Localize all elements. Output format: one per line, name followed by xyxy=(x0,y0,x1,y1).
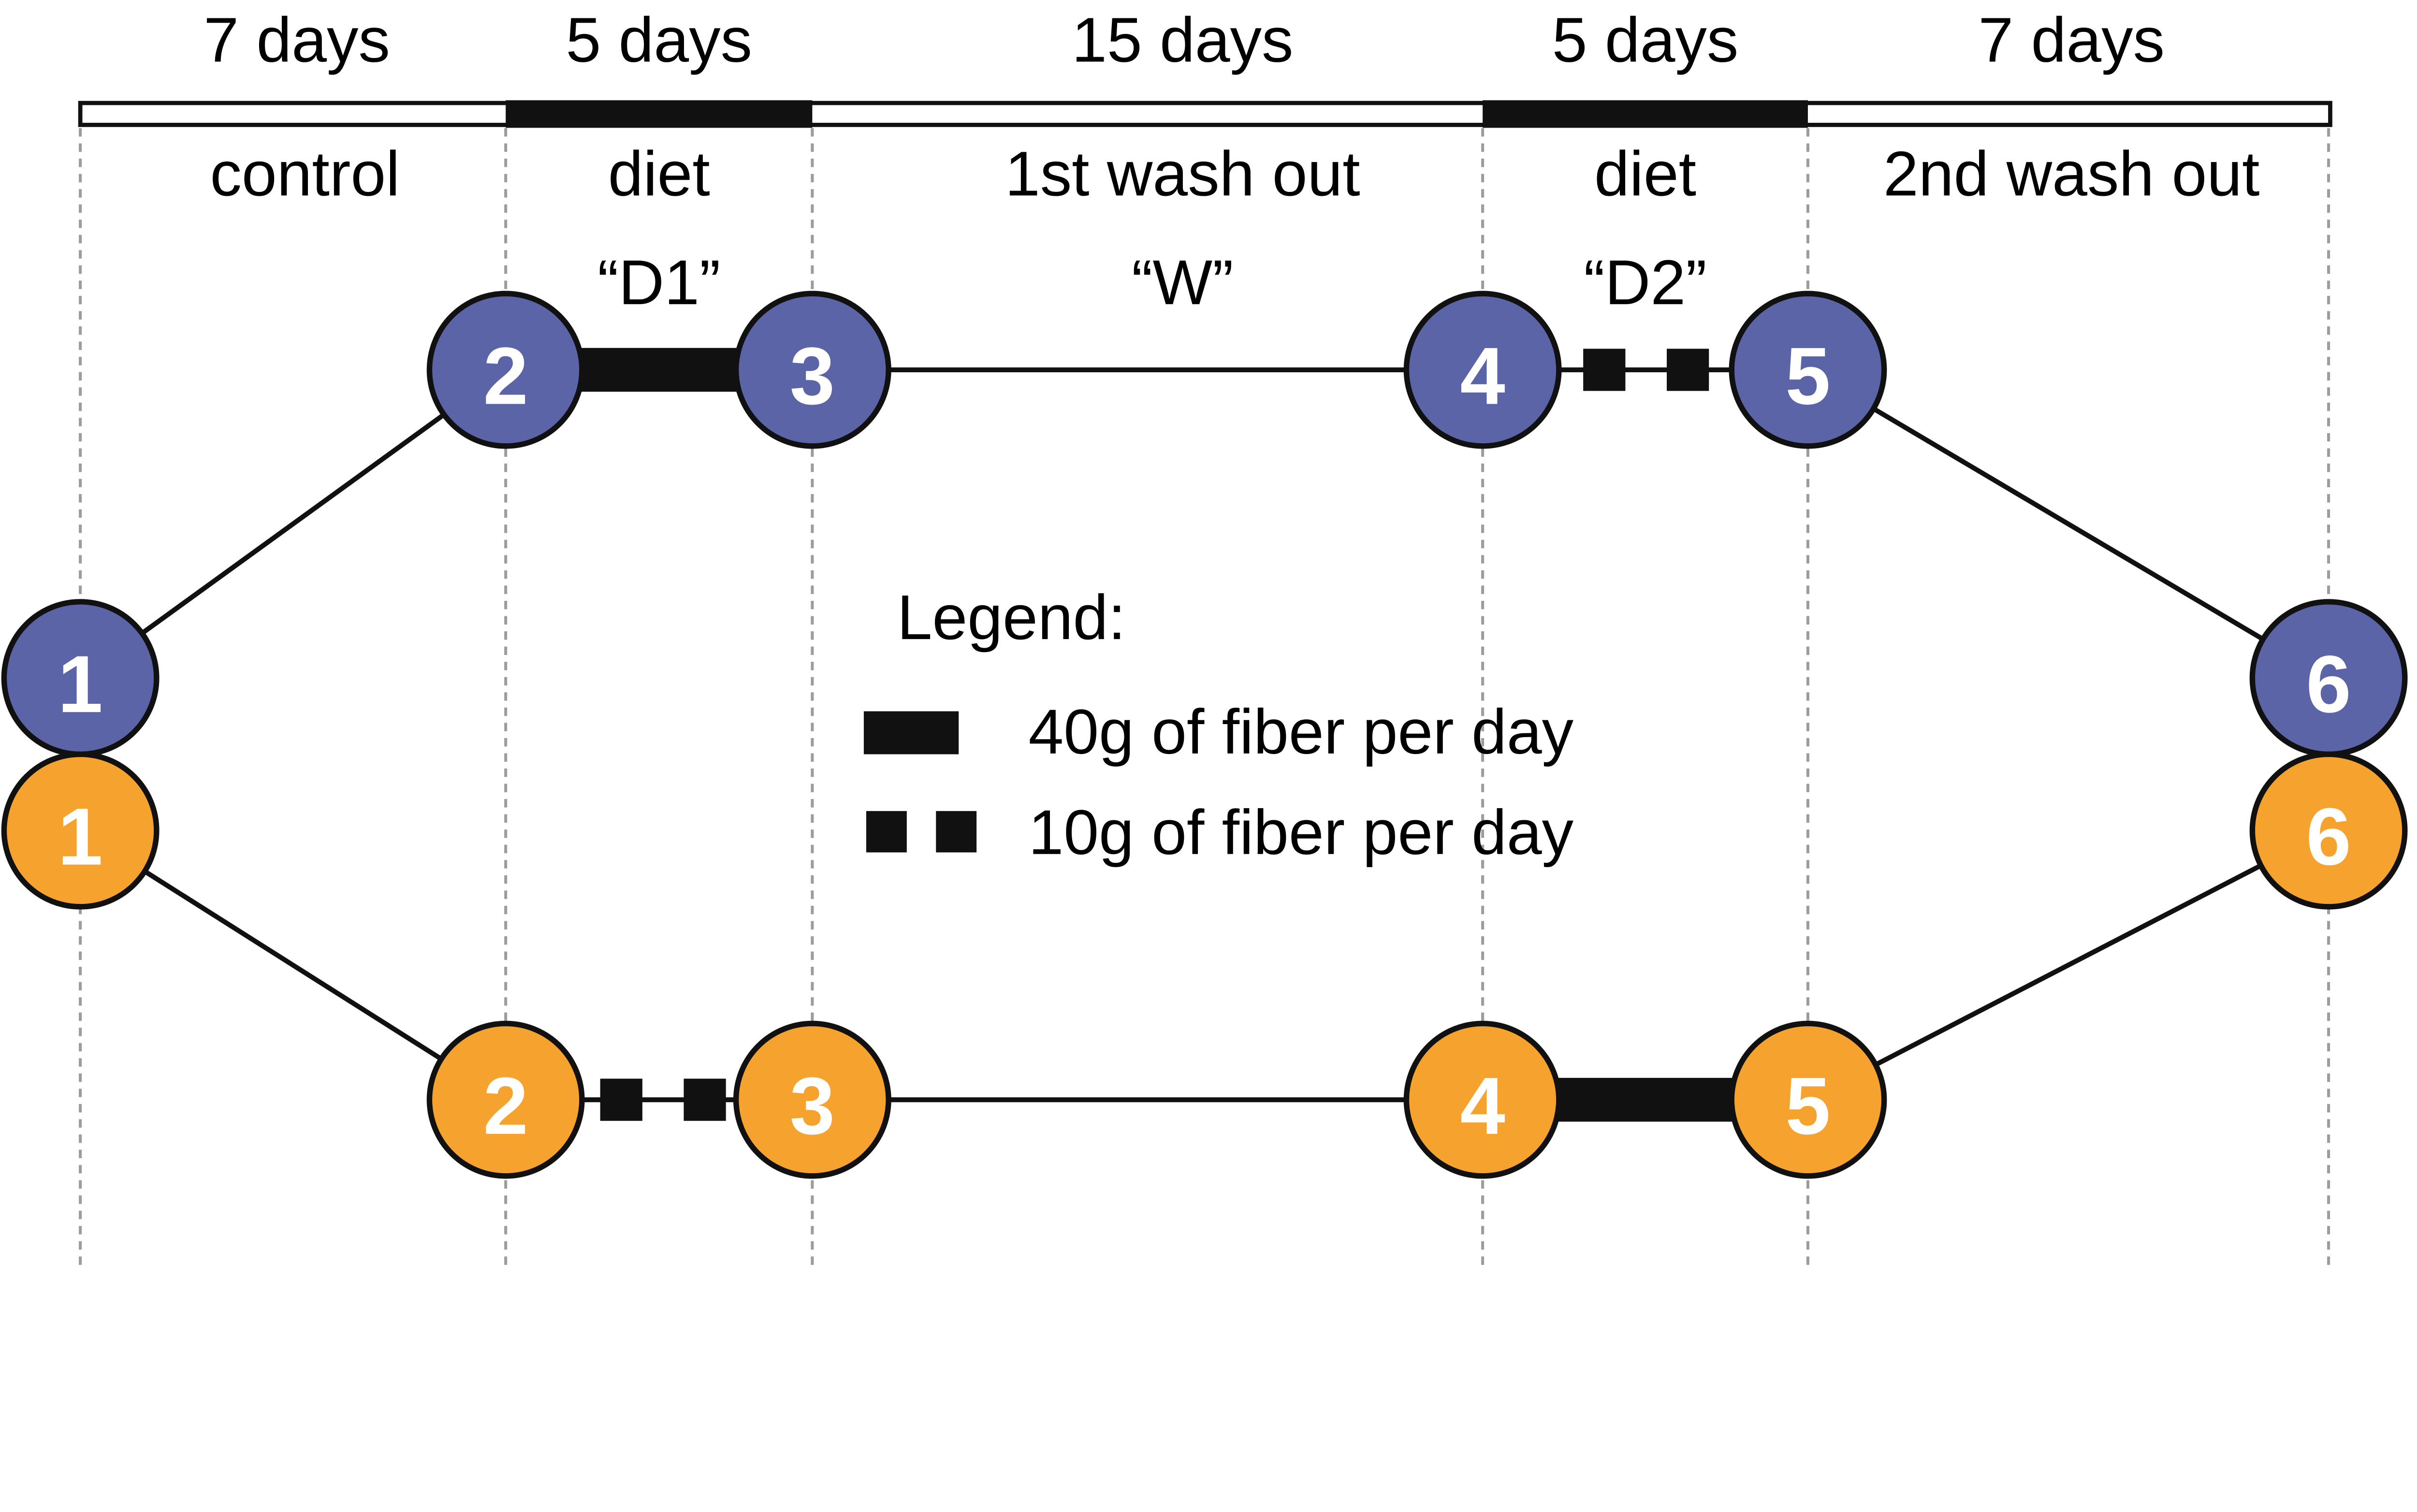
timeline-bar-outline xyxy=(78,101,2332,127)
phase-label-diet-1: diet xyxy=(608,138,710,209)
legend-title: Legend: xyxy=(897,582,1126,653)
visit-number-blue-2: 2 xyxy=(483,331,528,422)
phase-label-diet-2: diet xyxy=(1594,138,1696,209)
visit-node-blue-5 xyxy=(1729,291,1887,449)
visit-number-blue-3: 3 xyxy=(790,331,835,422)
visit-number-orange-4: 4 xyxy=(1460,1061,1505,1151)
visit-number-orange-5: 5 xyxy=(1785,1061,1830,1151)
study-design-diagram: 7 days 5 days 15 days 5 days 7 days cont… xyxy=(1,4,2408,1269)
fiber-40g-bar-blue-2-3 xyxy=(578,348,741,392)
visit-node-orange-6 xyxy=(2249,751,2408,910)
duration-label-washout-1: 15 days xyxy=(1072,5,1293,75)
diet-bar-segment-1 xyxy=(506,100,813,128)
legend-label-40g: 40g of fiber per day xyxy=(1029,697,1574,767)
legend-swatch-10g-square-1 xyxy=(866,811,907,853)
study-design-figure: 7 days 5 days 15 days 5 days 7 days cont… xyxy=(1,4,2408,1269)
phase-code-labels: “D1” “W” “D2” xyxy=(597,247,1707,318)
visit-node-orange-3 xyxy=(733,1020,891,1179)
legend-swatch-40g-bar xyxy=(863,711,959,755)
phase-labels: control diet 1st wash out diet 2nd wash … xyxy=(210,138,2259,209)
phase-code-label-d2: “D2” xyxy=(1584,247,1706,318)
connector-orange-5-6 xyxy=(1806,828,2330,1102)
visit-number-orange-1: 1 xyxy=(58,791,102,882)
visit-node-orange-4 xyxy=(1403,1020,1562,1179)
duration-label-diet-2: 5 days xyxy=(1552,5,1739,75)
visit-number-blue-5: 5 xyxy=(1785,331,1830,422)
visit-node-blue-4 xyxy=(1403,291,1562,449)
connector-blue-1-2 xyxy=(79,368,508,680)
fiber-10g-square-orange-2-3-b xyxy=(684,1078,726,1121)
visit-node-orange-2 xyxy=(426,1020,585,1179)
fiber-10g-square-blue-4-5-a xyxy=(1583,349,1626,391)
duration-labels: 7 days 5 days 15 days 5 days 7 days xyxy=(204,5,2165,75)
blue-arm-nodes: 1 2 3 4 5 6 xyxy=(1,291,2408,757)
phase-code-label-w: “W” xyxy=(1132,247,1234,318)
fiber-40g-bar-orange-4-5 xyxy=(1555,1077,1735,1122)
duration-label-control: 7 days xyxy=(204,5,390,75)
fiber-10g-square-orange-2-3-a xyxy=(600,1078,642,1121)
connector-blue-5-6 xyxy=(1806,367,2330,681)
visit-number-orange-3: 3 xyxy=(790,1061,835,1151)
diet-bar-segment-2 xyxy=(1483,100,1808,128)
phase-label-washout-1: 1st wash out xyxy=(1005,138,1360,209)
phase-label-washout-2: 2nd wash out xyxy=(1883,138,2259,209)
visit-number-orange-2: 2 xyxy=(483,1061,528,1151)
orange-arm-nodes: 1 2 3 4 5 6 xyxy=(1,751,2408,1179)
legend-swatch-10g-square-2 xyxy=(936,811,977,853)
fiber-10g-square-blue-4-5-b xyxy=(1666,349,1709,391)
timeline-bar xyxy=(78,100,2332,128)
visit-node-orange-1 xyxy=(1,751,160,910)
visit-number-blue-1: 1 xyxy=(58,639,102,729)
visit-node-blue-2 xyxy=(426,291,585,449)
visit-node-orange-5 xyxy=(1729,1020,1887,1179)
connector-orange-1-2 xyxy=(79,828,507,1102)
duration-label-washout-2: 7 days xyxy=(1978,5,2165,75)
visit-number-orange-6: 6 xyxy=(2306,791,2351,882)
visit-number-blue-4: 4 xyxy=(1460,331,1505,422)
visit-node-blue-3 xyxy=(733,291,891,449)
legend: Legend: 40g of fiber per day 10g of fibe… xyxy=(863,582,1574,868)
phase-label-control: control xyxy=(210,138,400,209)
visit-number-blue-6: 6 xyxy=(2306,639,2351,729)
duration-label-diet-1: 5 days xyxy=(566,5,752,75)
legend-label-10g: 10g of fiber per day xyxy=(1029,797,1574,868)
phase-code-label-d1: “D1” xyxy=(597,247,720,318)
